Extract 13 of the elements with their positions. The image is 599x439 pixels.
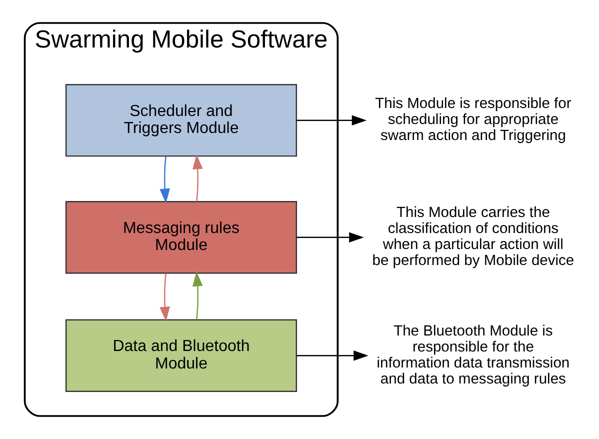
arrow <box>296 350 368 361</box>
node-box: Scheduler and Triggers Module <box>65 84 298 157</box>
node-text: This Module is responsible for scheduling for appropriate swarm action and Triggering <box>375 96 572 144</box>
node-box: Data and Bluetooth Module <box>65 319 298 392</box>
node-text: The Bluetooth Module is responsible for the information data transmission and data to messaging rules <box>376 323 570 388</box>
arrow <box>192 154 203 202</box>
node-box: Messaging rules Module <box>65 201 298 274</box>
node-text: This Module carries the classification of conditions when a particular action will be performed by Mobile device <box>372 205 574 270</box>
arrow <box>296 232 364 243</box>
arrow <box>160 273 170 322</box>
arrow <box>192 271 203 320</box>
arrow <box>160 156 170 204</box>
arrow <box>296 115 367 126</box>
